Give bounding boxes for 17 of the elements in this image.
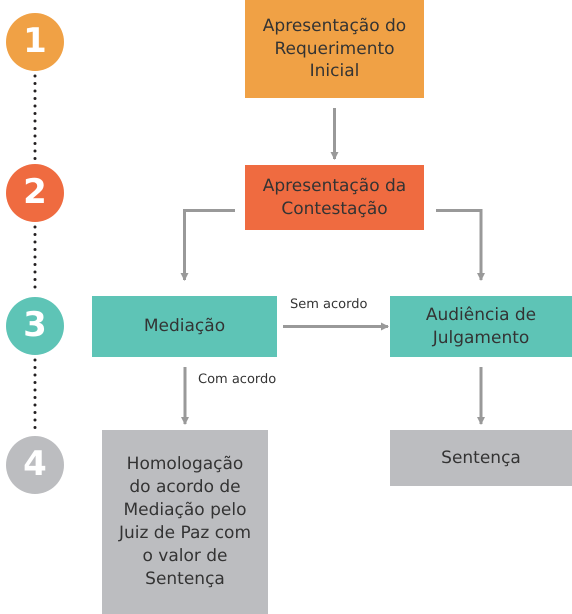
arrow — [181, 367, 189, 425]
step-circle: 1 — [6, 13, 64, 71]
arrow — [330, 108, 338, 160]
step-circle: 3 — [6, 297, 64, 355]
arrow — [436, 209, 485, 281]
process-box: Apresentação do Requerimento Inicial — [245, 0, 424, 98]
dotted-line — [34, 74, 36, 160]
process-box: Apresentação da Contestação — [245, 165, 424, 230]
result-box: Homologação do acordo de Mediação pelo Juiz de Paz com o valor de Sentença — [102, 430, 268, 614]
arrow — [180, 209, 235, 281]
step-circle: 2 — [6, 164, 64, 222]
result-box: Sentença — [390, 430, 572, 486]
step-circle: 4 — [6, 436, 64, 494]
arrow — [477, 367, 485, 425]
arrow — [283, 322, 389, 330]
process-box: Mediação — [92, 296, 277, 357]
process-box: Audiência de Julgamento — [390, 296, 572, 357]
